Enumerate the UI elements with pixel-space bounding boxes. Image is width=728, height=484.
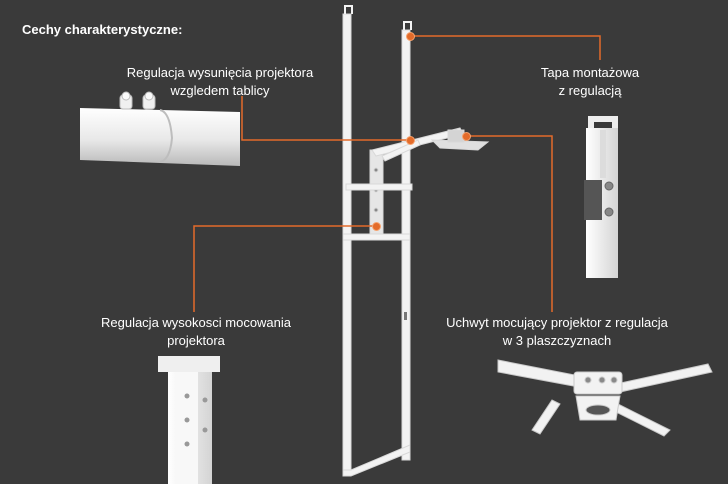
callout-dot-bracket <box>462 132 471 141</box>
label-mounting-plate-line2: z regulacją <box>558 83 622 98</box>
label-extension-line1: Regulacja wysunięcia projektora <box>126 65 314 80</box>
label-projector-bracket-line1: Uchwyt mocujący projektor z regulacja <box>446 315 668 330</box>
leader-lines <box>193 35 601 312</box>
main-frame <box>342 5 490 477</box>
label-height-adjust-line1: Regulacja wysokosci mocowania <box>100 315 292 330</box>
diagram-heading: Cechy charakterystyczne: <box>22 22 183 37</box>
callout-dot-extension <box>406 136 415 145</box>
callout-dot-plate <box>406 32 415 41</box>
label-mounting-plate-line1: Tapa montażowa <box>540 65 640 80</box>
label-extension-line2: wzgledem tablicy <box>170 83 270 98</box>
callout-dot-height <box>372 222 381 231</box>
label-projector-bracket-line2: w 3 plaszczyznach <box>502 333 612 348</box>
inset-extension-tube <box>80 91 240 166</box>
label-extension: Regulacja wysunięcia projektora wzgledem… <box>110 64 330 100</box>
label-projector-bracket: Uchwyt mocujący projektor z regulacja w … <box>432 314 682 350</box>
inset-mounting-plate <box>584 116 618 278</box>
label-mounting-plate: Tapa montażowa z regulacją <box>530 64 650 100</box>
label-height-adjust: Regulacja wysokosci mocowania projektora <box>86 314 306 350</box>
inset-projector-bracket <box>497 359 713 437</box>
label-height-adjust-line2: projektora <box>167 333 225 348</box>
inset-height-column <box>158 356 220 484</box>
